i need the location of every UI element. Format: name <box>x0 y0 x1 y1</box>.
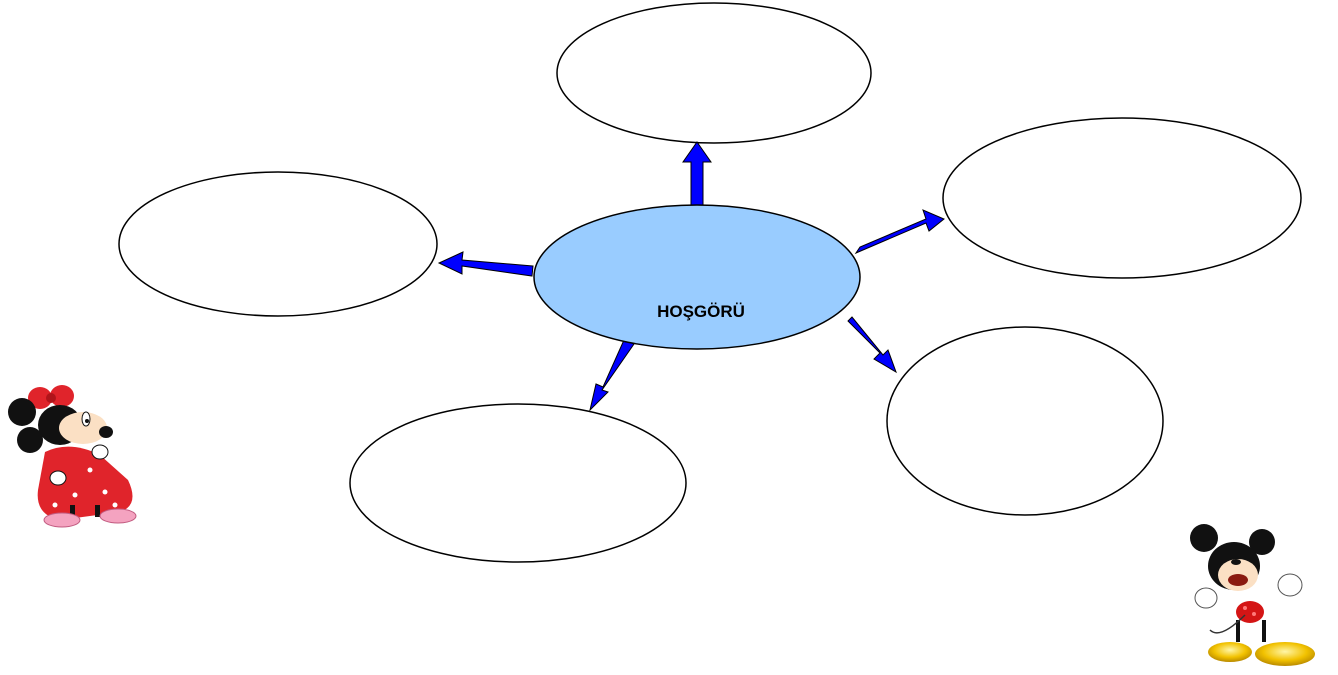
branch-ellipse-bottom <box>349 403 687 563</box>
arrow-to-top <box>682 141 712 206</box>
branch-ellipse-upper-right <box>942 117 1302 279</box>
center-ellipse <box>533 204 861 350</box>
branch-ellipse-lower-right <box>886 326 1164 516</box>
arrow-to-upper-right <box>854 209 945 255</box>
arrows <box>437 141 945 412</box>
center-label: HOŞGÖRÜ <box>657 302 745 321</box>
branch-ellipse-top <box>556 2 872 144</box>
mickey-mouse-image <box>1190 524 1315 666</box>
branch-ellipse-left <box>118 171 438 317</box>
arrow-to-bottom <box>589 339 635 412</box>
arrow-to-lower-right <box>847 316 897 374</box>
minnie-mouse-image <box>8 385 137 528</box>
arrow-to-left <box>437 251 534 277</box>
